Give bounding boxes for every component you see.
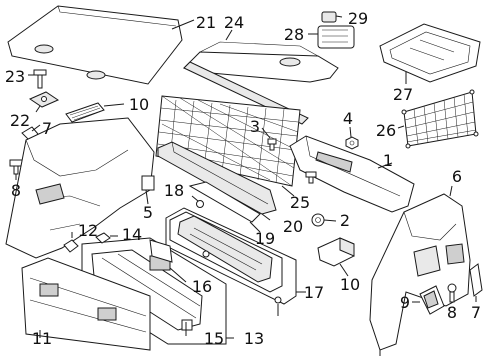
floor-panel-part: [21, 257, 151, 351]
callout-29: 29: [348, 9, 368, 28]
package-tray-part: [7, 5, 195, 85]
callout-13: 13: [244, 329, 264, 348]
callout-8-right: 8: [447, 303, 457, 322]
callout-16: 16: [192, 277, 212, 296]
bolt-part: [261, 127, 277, 151]
callout-10-lower: 10: [340, 275, 360, 294]
callout-18: 18: [164, 181, 184, 200]
callout-2: 2: [340, 211, 350, 230]
callout-14: 14: [122, 225, 142, 244]
callout-23: 23: [5, 67, 25, 86]
sill-plate-part: [157, 141, 277, 221]
right-quarter-trim-part: [369, 185, 471, 356]
callout-8-left: 8: [11, 181, 21, 200]
pin-part: [305, 171, 317, 184]
callout-5: 5: [143, 203, 153, 222]
callout-27: 27: [393, 85, 413, 104]
connector-part: [317, 237, 355, 277]
callout-3: 3: [250, 117, 260, 136]
callout-25: 25: [290, 193, 310, 212]
callout-21: 21: [196, 13, 216, 32]
pin-part: [447, 283, 457, 303]
callout-20: 20: [283, 217, 303, 236]
callout-22: 22: [10, 111, 30, 130]
screw-part: [28, 69, 47, 89]
callout-17: 17: [304, 283, 324, 302]
left-quarter-trim-part: [5, 117, 155, 259]
cargo-net-part: [397, 89, 479, 149]
clip-part: [469, 263, 483, 302]
callout-9: 9: [400, 293, 410, 312]
cargo-tray-part: [379, 23, 481, 84]
callout-7-right: 7: [471, 303, 481, 322]
speaker-grille-part: [65, 102, 125, 123]
callout-26: 26: [376, 121, 396, 140]
callout-28: 28: [284, 25, 304, 44]
callout-4: 4: [343, 109, 353, 128]
retainer-strip-part: [188, 181, 261, 233]
handle-part: [308, 11, 355, 49]
fastener-part: [311, 213, 337, 227]
callout-7-left: 7: [42, 119, 52, 138]
callout-10-upper: 10: [129, 95, 149, 114]
retainer-clip-part: [63, 232, 118, 253]
callout-1: 1: [383, 151, 393, 170]
callout-15: 15: [204, 329, 224, 348]
nut-part: [345, 126, 359, 150]
callout-labels: 1 2 3 4 5 6 7 7 8 8 9 10 10 11 12 13 14 …: [5, 9, 481, 348]
callout-19: 19: [255, 229, 275, 248]
callout-11: 11: [32, 329, 52, 348]
callout-6: 6: [452, 167, 462, 186]
bracket-part: [28, 91, 60, 113]
callout-12: 12: [78, 221, 98, 240]
callout-24: 24: [224, 13, 244, 32]
rear-sill-trim-part: [289, 135, 415, 213]
bracket-part: [412, 285, 445, 315]
